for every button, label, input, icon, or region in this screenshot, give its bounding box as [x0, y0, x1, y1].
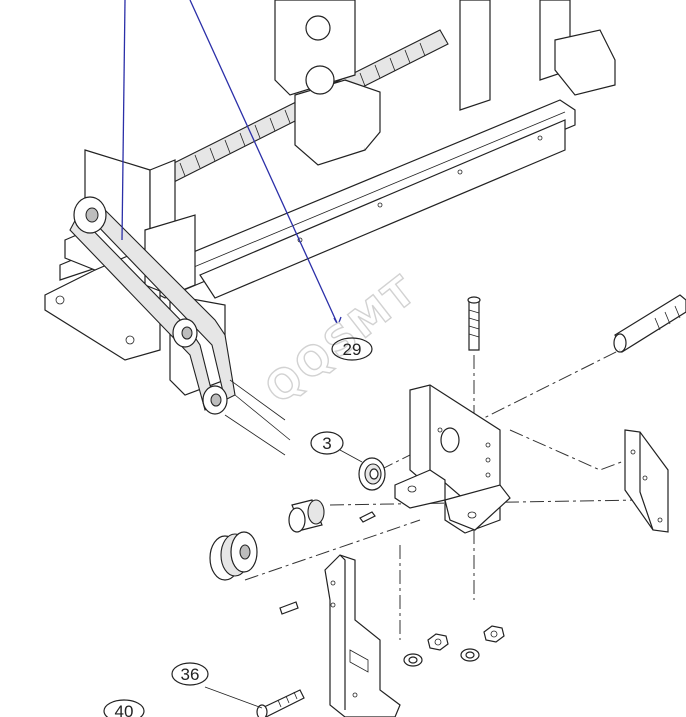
callout-29: 29 — [331, 337, 373, 361]
callout-36: 36 — [171, 662, 209, 686]
grooved-pulley — [209, 531, 258, 581]
l-bracket — [394, 384, 511, 534]
callout-3: 3 — [310, 431, 363, 463]
callout-3-label: 3 — [322, 434, 331, 453]
exploded-parts — [204, 294, 686, 717]
bearing — [358, 457, 386, 491]
feeder-frame-assembly — [44, 0, 616, 456]
callout-29-label: 29 — [343, 340, 362, 359]
spacer-sleeve — [288, 499, 325, 533]
nuts-and-washers — [403, 625, 505, 667]
threaded-shaft — [613, 294, 686, 353]
leader-lines — [121, 0, 342, 326]
callout-40: 40 — [103, 699, 145, 717]
bolt — [256, 689, 305, 717]
side-plate — [624, 429, 669, 533]
callout-36-label: 36 — [181, 665, 200, 684]
mounting-plate — [324, 554, 401, 717]
long-screw — [467, 296, 481, 351]
callout-40-label: 40 — [115, 702, 134, 717]
